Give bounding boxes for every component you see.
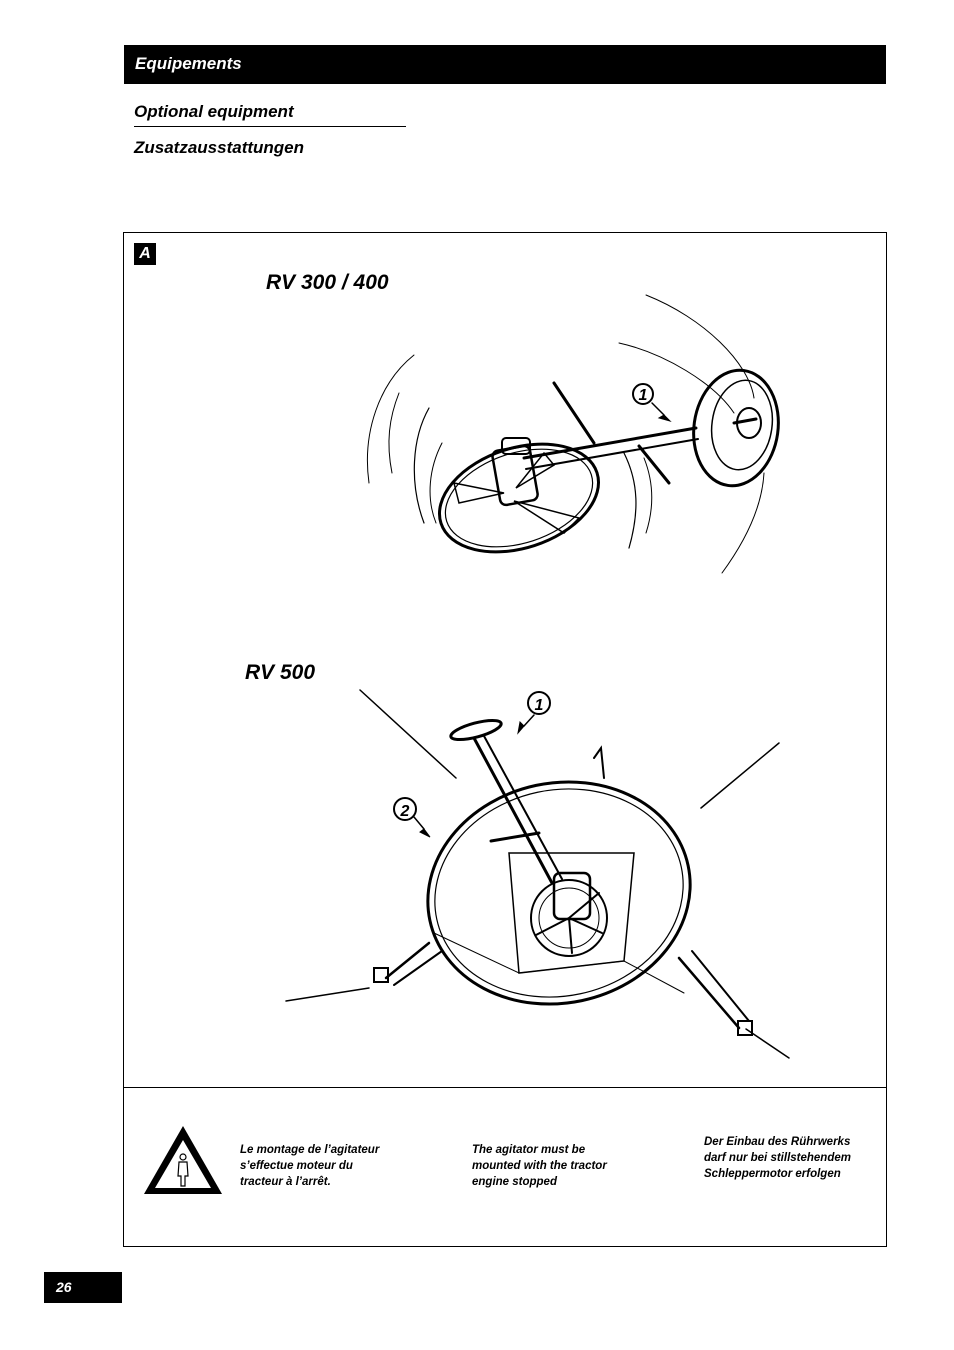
subtitle-english: Optional equipment	[134, 102, 406, 127]
warning-panel: Le montage de l’agitateur s’effectue mot…	[123, 1087, 887, 1247]
warning-text-german: Der Einbau des Rührwerks darf nur bei st…	[704, 1136, 851, 1180]
section-header: Equipements	[124, 45, 886, 84]
page-number-box: 26	[44, 1272, 122, 1303]
callout-1-top: 1	[639, 387, 648, 404]
section-title: Equipements	[135, 54, 242, 73]
model-label-rv300-400: RV 300 / 400	[266, 271, 389, 294]
figure-panel: A RV 300 / 400 RV 500	[123, 232, 887, 1088]
subtitle-german: Zusatzausstattungen	[134, 138, 305, 157]
warning-triangle-person-icon	[144, 1126, 222, 1194]
callout-1-bottom: 1	[535, 697, 544, 714]
page-number: 26	[56, 1279, 72, 1295]
figure-label: A	[134, 243, 156, 265]
agitator-rv300-illustration: 1	[285, 294, 790, 1059]
callout-2-bottom: 2	[400, 803, 410, 820]
warning-text-french: Le montage de l’agitateur s’effectue mot…	[240, 1144, 380, 1188]
warning-text-english: The agitator must be mounted with the tr…	[472, 1144, 607, 1188]
model-label-rv500: RV 500	[245, 661, 316, 684]
